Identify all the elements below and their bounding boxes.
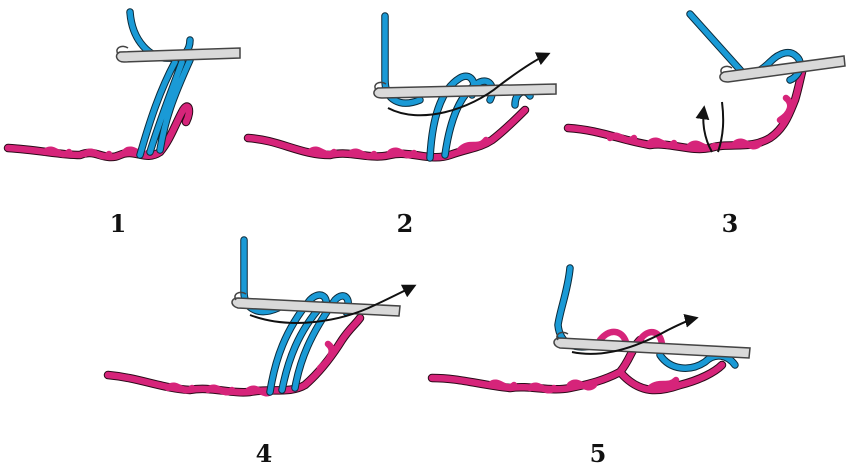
working-yarn <box>244 240 348 392</box>
step-4-illustration: 4 <box>108 240 414 468</box>
working-yarn <box>130 12 190 155</box>
step-5-illustration: 5 <box>432 268 750 468</box>
step-3-illustration: 3 <box>568 14 845 238</box>
chain-yarn <box>568 72 802 149</box>
step-label-1: 1 <box>110 209 127 238</box>
step-1-illustration: 1 <box>8 12 240 238</box>
step-label-3: 3 <box>722 209 739 238</box>
chain-yarn <box>248 110 525 157</box>
crochet-hook <box>117 46 240 62</box>
step-2-illustration: 2 <box>248 16 556 238</box>
step-label-2: 2 <box>397 209 414 238</box>
step-label-4: 4 <box>256 439 273 468</box>
chain-yarn <box>108 318 360 393</box>
step-label-5: 5 <box>590 439 607 468</box>
